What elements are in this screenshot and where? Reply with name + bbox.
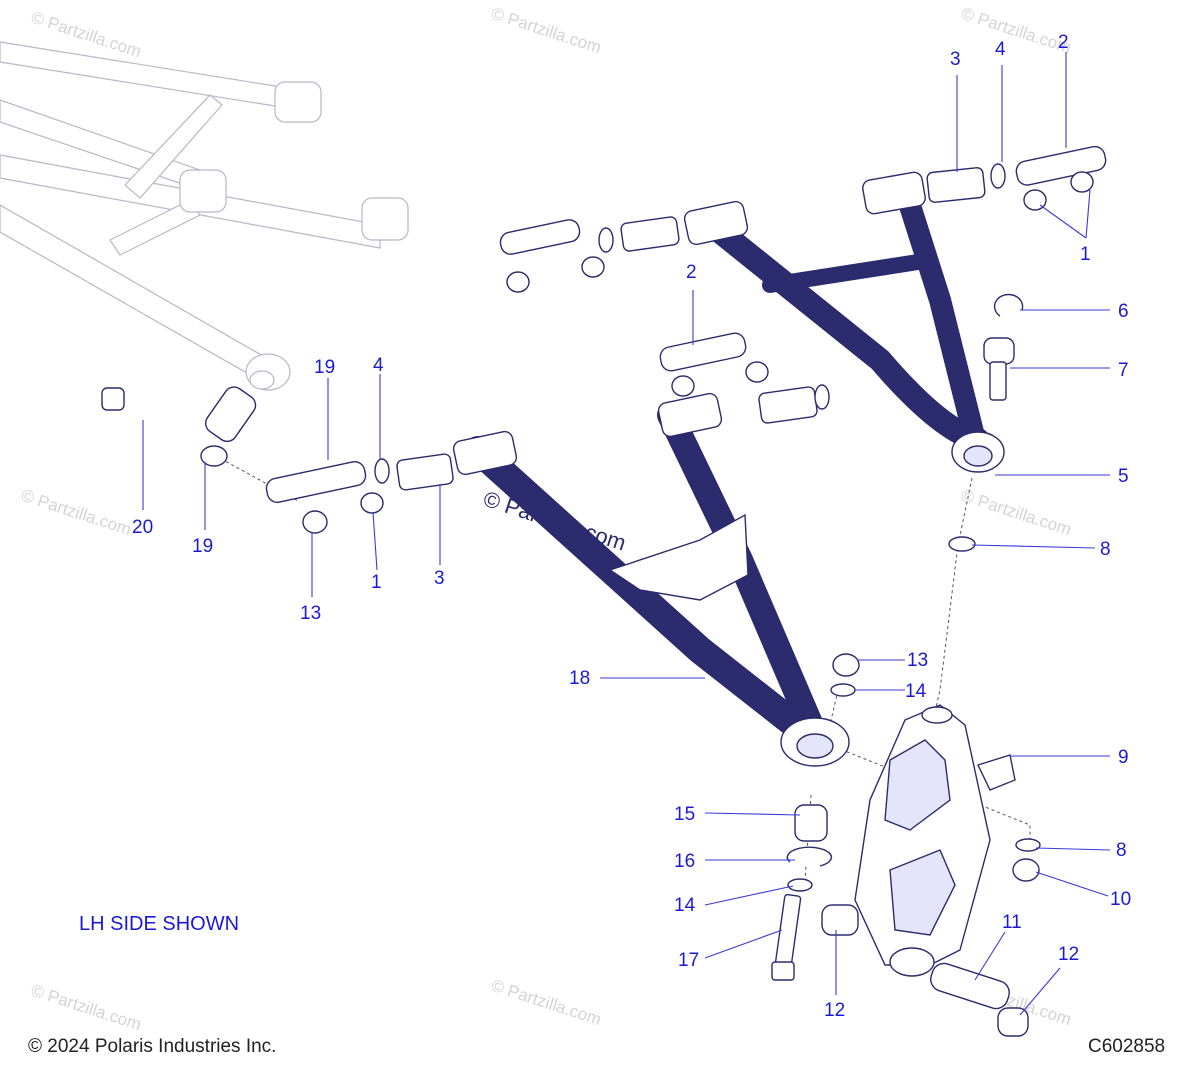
- callout-14: 14: [905, 681, 927, 702]
- callout-2: 2: [1058, 32, 1069, 53]
- side-note: LH SIDE SHOWN: [79, 913, 240, 935]
- callout-numbers: 3 4 2 1 6 7 5 8 2 19 4 19 20 13 1 3 18 1…: [132, 32, 1131, 1021]
- knuckle-hardware: [771, 653, 1041, 1037]
- callout-12: 12: [1058, 944, 1079, 965]
- callout-12: 12: [824, 1000, 845, 1021]
- callout-18: 18: [569, 668, 590, 689]
- callout-7: 7: [1118, 360, 1129, 381]
- watermark-text: © Partzilla.com: [19, 486, 134, 539]
- watermark-text: © Partzilla.com: [959, 4, 1074, 57]
- callout-20: 20: [132, 517, 153, 538]
- callout-3: 3: [950, 49, 961, 70]
- callout-17: 17: [678, 950, 699, 971]
- leader-lines: [142, 52, 1111, 1016]
- callout-4: 4: [995, 39, 1006, 60]
- callout-14: 14: [674, 895, 696, 916]
- watermark-text: © Partzilla.com: [959, 486, 1074, 539]
- callout-1: 1: [371, 572, 382, 593]
- chassis-frame: [0, 41, 409, 391]
- callout-15: 15: [674, 804, 695, 825]
- callout-19: 19: [314, 357, 335, 378]
- callout-11: 11: [1002, 912, 1022, 933]
- callout-13: 13: [907, 650, 928, 671]
- callout-8: 8: [1100, 539, 1111, 560]
- copyright-text: © 2024 Polaris Industries Inc.: [28, 1036, 277, 1057]
- upper-arm-hardware: [499, 145, 1107, 552]
- callout-4: 4: [373, 355, 384, 376]
- callout-2: 2: [686, 262, 697, 283]
- lower-arm-hardware: [101, 386, 454, 534]
- callout-1: 1: [1080, 244, 1091, 265]
- upper-a-arm: [683, 171, 1005, 473]
- callout-3: 3: [434, 568, 445, 589]
- watermark-text: © Partzilla.com: [489, 4, 604, 57]
- watermark-text: © Partzilla.com: [480, 486, 629, 556]
- watermark-text: © Partzilla.com: [29, 981, 144, 1034]
- lower-a-arm: [452, 384, 850, 767]
- callout-13: 13: [300, 603, 321, 624]
- callout-8: 8: [1116, 840, 1127, 861]
- callout-19: 19: [192, 536, 213, 557]
- callout-10: 10: [1110, 889, 1131, 910]
- callout-6: 6: [1118, 301, 1129, 322]
- callout-5: 5: [1118, 466, 1129, 487]
- diagram-code: C602858: [1088, 1036, 1166, 1057]
- knuckle-spindle: [854, 704, 1016, 977]
- callout-9: 9: [1118, 747, 1129, 768]
- callout-16: 16: [674, 851, 695, 872]
- watermark-text: © Partzilla.com: [489, 976, 604, 1029]
